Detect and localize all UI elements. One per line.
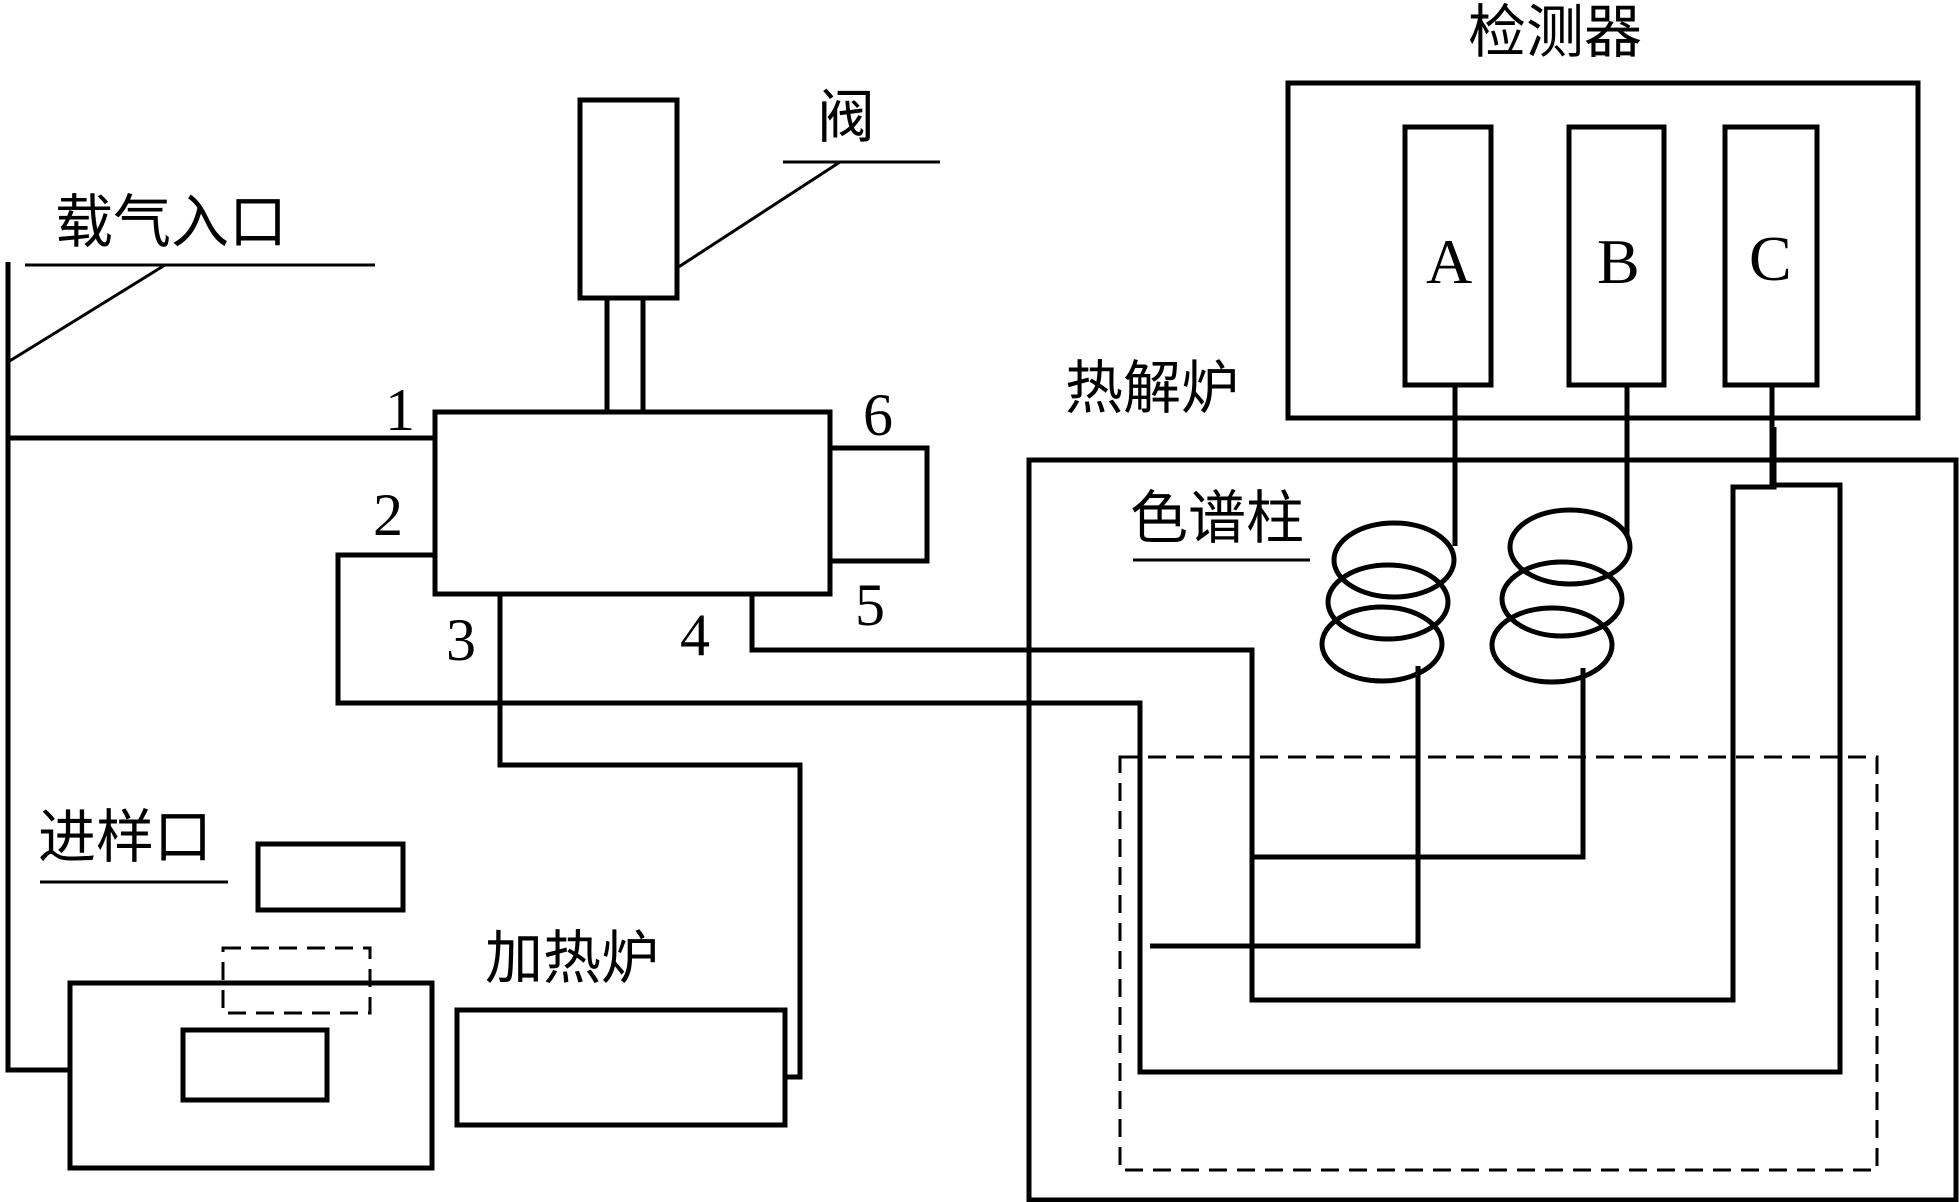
port-4-line — [749, 427, 1777, 1003]
sample-inlet[interactable]: 进样口 — [38, 803, 406, 913]
port-4-label: 4 — [680, 602, 710, 668]
valve-label: 阀 — [817, 83, 875, 151]
pyrolysis-heating-zone — [1118, 755, 1879, 1172]
carrier-gas-inlet: 载气入口 — [5, 188, 435, 1073]
detector-channel-a — [1402, 124, 1494, 388]
port-6-label: 6 — [863, 382, 893, 448]
sample-inlet-label: 进样口 — [38, 803, 212, 871]
carrier-gas-inlet-label: 载气入口 — [55, 188, 287, 256]
pyrolysis-furnace-label: 热解炉 — [1065, 354, 1239, 422]
port-6-5-loop — [830, 445, 930, 564]
valve-stem — [604, 298, 646, 412]
heating-furnace-unit — [454, 1007, 788, 1128]
valve-body[interactable] — [432, 409, 833, 597]
sample-inlet-port[interactable] — [255, 841, 406, 913]
chromatography-column-a — [1150, 387, 1458, 949]
heating-furnace-label: 加热炉 — [485, 924, 659, 992]
detector-channel-b-label: B — [1597, 226, 1640, 297]
detector-housing — [1285, 80, 1921, 421]
port-3-label: 3 — [446, 607, 476, 673]
carrier-gas-leader-line — [7, 263, 166, 364]
chromatography-column-label: 色谱柱 — [1130, 484, 1304, 552]
detector-channel-c — [1722, 124, 1820, 388]
detector: 检测器 A B C — [1285, 0, 1921, 421]
valve-actuator[interactable] — [577, 97, 680, 301]
port-3-line — [497, 594, 803, 1080]
detector-channel-c-label: C — [1749, 223, 1792, 294]
heating-furnace: 加热炉 — [67, 924, 788, 1171]
port-1-label: 1 — [385, 377, 415, 443]
pyrolysis-furnace: 热解炉 色谱柱 — [1026, 354, 1959, 1202]
six-port-valve[interactable]: 阀 1 2 3 4 5 6 — [373, 83, 940, 673]
detector-channel-a-label: A — [1426, 226, 1472, 297]
heating-furnace-chamber — [180, 1027, 330, 1103]
port-2-label: 2 — [373, 482, 403, 548]
heating-furnace-base — [67, 980, 435, 1171]
heating-furnace-opening — [221, 946, 372, 1015]
carrier-gas-line — [5, 262, 435, 1073]
pyrolysis-furnace-housing — [1026, 457, 1959, 1202]
detector-label: 检测器 — [1468, 0, 1642, 66]
port-5-label: 5 — [855, 572, 885, 638]
port-2-line — [335, 482, 1843, 1075]
chromatography-column-b — [1252, 387, 1633, 860]
valve-leader-line — [676, 160, 841, 270]
detector-channel-b — [1566, 124, 1667, 388]
